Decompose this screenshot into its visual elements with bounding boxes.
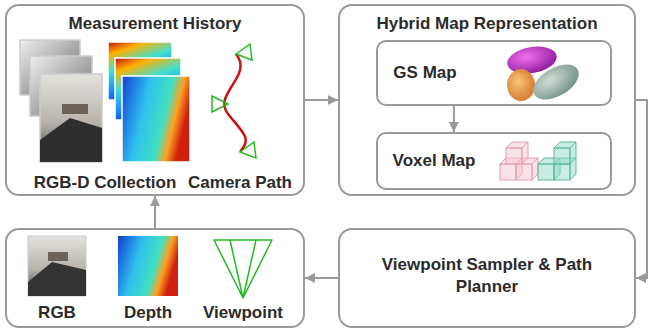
rgb-furniture [62, 104, 88, 114]
map-box: Voxel Map [376, 132, 612, 190]
box-title: GS Map [393, 62, 456, 84]
rgb-floor [40, 118, 102, 162]
flow-arrow [453, 106, 455, 132]
depth-frame [122, 76, 190, 162]
rgb-furniture [48, 252, 68, 261]
flow-arrow [305, 99, 338, 101]
panel-box: Hybrid Map Representation GS MapVoxel Map [338, 4, 636, 196]
camera-frustum [240, 142, 256, 158]
camera-frustum [236, 44, 252, 60]
flow-arrow [305, 277, 338, 279]
box-title: Hybrid Map Representation [376, 13, 597, 35]
image-label: RGB-D Collection [34, 172, 177, 194]
voxel [570, 142, 576, 164]
map-box: GS Map [376, 40, 612, 106]
rgb-image [28, 236, 86, 296]
voxel [500, 164, 516, 180]
voxel [506, 148, 522, 164]
voxel [532, 158, 538, 180]
box-title: Measurement History [69, 13, 242, 35]
camera-frustum [212, 96, 228, 112]
image-label: Camera Path [188, 172, 292, 194]
voxel [554, 148, 570, 164]
panel-box: Measurement HistoryRGB-D Collection Camer… [5, 4, 305, 196]
panel-box: RGB Depth Viewpoint [5, 228, 305, 328]
voxel [516, 164, 532, 180]
gaussian-splat [527, 57, 584, 106]
rgb-frame [40, 74, 102, 162]
box-title: RGB [38, 302, 76, 324]
process-box: Viewpoint Sampler & Path Planner [338, 228, 636, 328]
voxel [554, 164, 570, 180]
image-label: Depth [124, 302, 172, 324]
box-title: Viewpoint Sampler & Path Planner [377, 254, 597, 298]
box-title: Voxel Map [393, 150, 476, 172]
image-label: Viewpoint [203, 302, 283, 324]
gaussian-splat [507, 69, 535, 101]
flow-arrow [636, 100, 647, 278]
voxel [522, 142, 528, 164]
voxel [538, 164, 554, 180]
rgb-floor [28, 262, 86, 296]
flow-arrow [154, 196, 156, 228]
viewpoint-frustum [214, 240, 272, 298]
depth-image [118, 236, 178, 296]
